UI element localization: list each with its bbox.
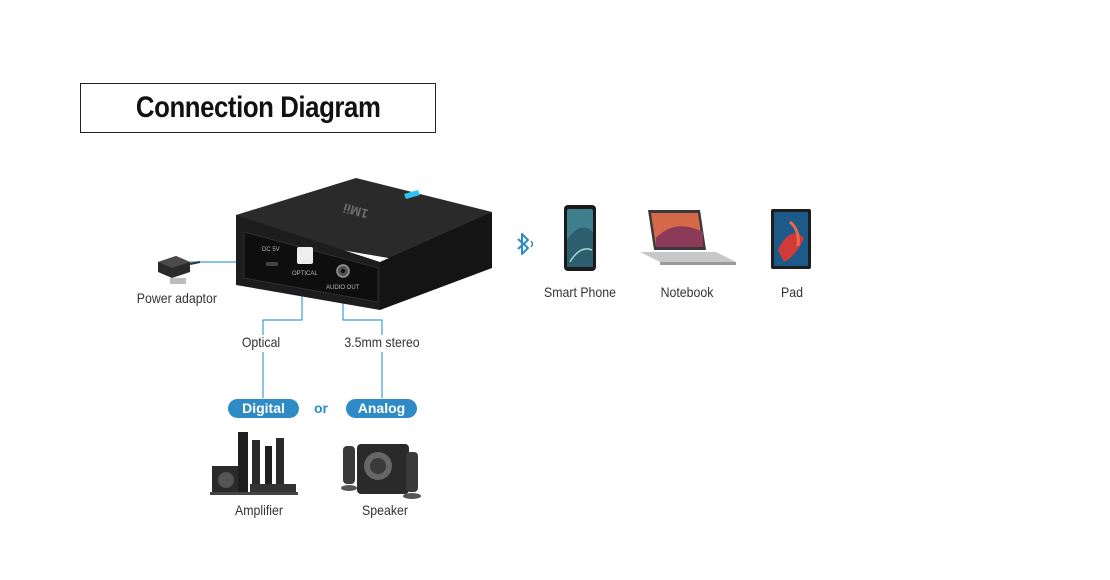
power-adaptor-label: Power adaptor xyxy=(136,290,217,306)
optical-port-label: OPTICAL xyxy=(292,271,318,277)
dc-port xyxy=(266,262,278,266)
smart-phone-icon xyxy=(564,205,596,271)
bluetooth-icon xyxy=(517,233,534,255)
page-title: Connection Diagram xyxy=(135,91,381,124)
power-adaptor-icon xyxy=(158,256,201,284)
or-label: or xyxy=(314,400,328,416)
speaker-icon xyxy=(341,444,421,499)
smart-phone-label: Smart Phone xyxy=(544,284,616,300)
pad-icon xyxy=(771,209,811,269)
brand-mark: 1Mii xyxy=(341,200,369,221)
receiver-device: 1Mii DC 5V OPTICAL AUDIO OUT xyxy=(236,178,492,310)
speaker-label: Speaker xyxy=(362,502,408,518)
notebook-label: Notebook xyxy=(660,284,714,300)
audio-port-label: AUDIO OUT xyxy=(326,285,360,291)
amplifier-label: Amplifier xyxy=(235,502,283,518)
optical-port xyxy=(297,247,313,264)
notebook-icon xyxy=(640,210,736,265)
analog-pill: Analog xyxy=(346,399,417,418)
title-box: Connection Diagram xyxy=(80,83,436,133)
optical-connection-line xyxy=(262,285,303,335)
amplifier-icon xyxy=(210,432,298,495)
optical-label: Optical xyxy=(241,334,281,350)
pad-label: Pad xyxy=(781,284,803,300)
digital-pill: Digital xyxy=(228,399,299,418)
stereo-label: 3.5mm stereo xyxy=(344,334,420,350)
dc-port-label: DC 5V xyxy=(262,247,280,253)
